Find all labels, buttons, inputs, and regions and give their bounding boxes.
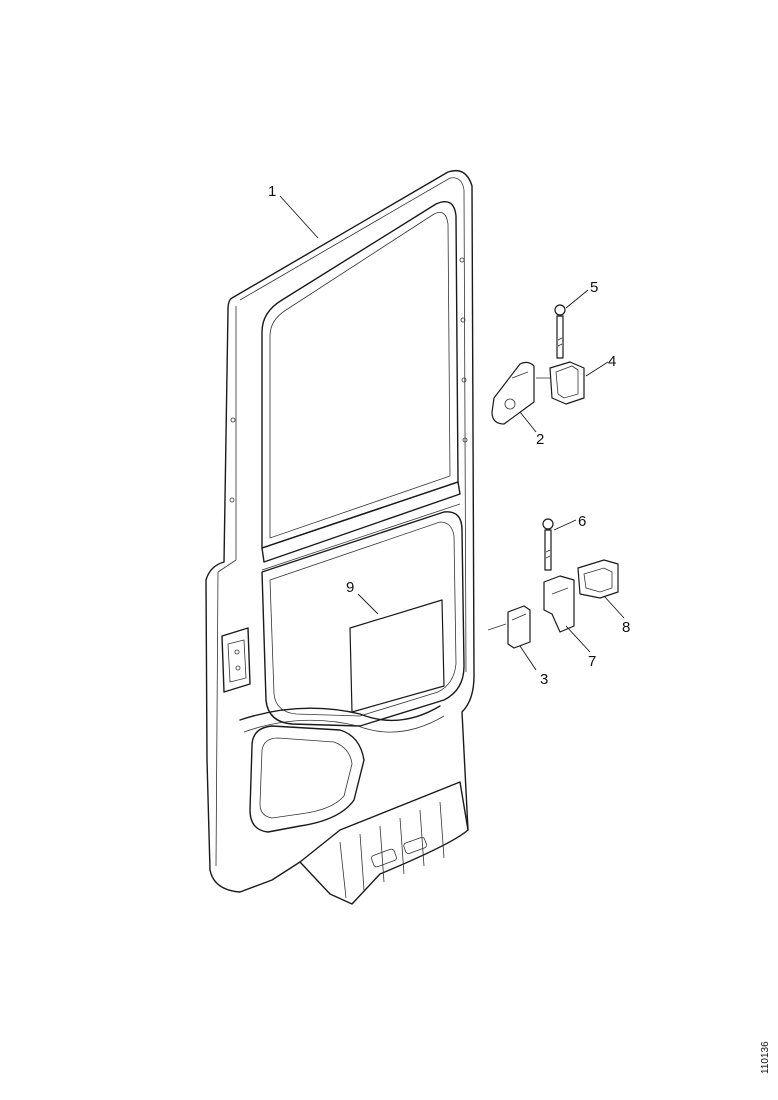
callout-4: 4 xyxy=(608,353,616,370)
part-7-hinge-lower xyxy=(543,575,575,633)
leader-lines xyxy=(279,195,625,671)
door-shell xyxy=(205,169,475,905)
callout-7: 7 xyxy=(588,653,596,670)
callout-5: 5 xyxy=(590,279,598,296)
callout-8: 8 xyxy=(622,619,630,636)
part-9-panel xyxy=(349,599,445,713)
reference-code: 110136 xyxy=(760,1041,771,1074)
part-4-hinge-upper xyxy=(536,361,585,405)
part-2-striker xyxy=(491,361,535,425)
callout-3: 3 xyxy=(540,671,548,688)
callout-1: 1 xyxy=(268,183,276,200)
part-5-bolt-upper xyxy=(554,304,566,359)
part-3-block xyxy=(487,605,531,649)
callout-6: 6 xyxy=(578,513,586,530)
callout-2: 2 xyxy=(536,431,544,448)
part-6-bolt-lower xyxy=(542,518,554,571)
callout-9: 9 xyxy=(346,579,354,596)
part-8-hinge-body xyxy=(577,559,619,599)
